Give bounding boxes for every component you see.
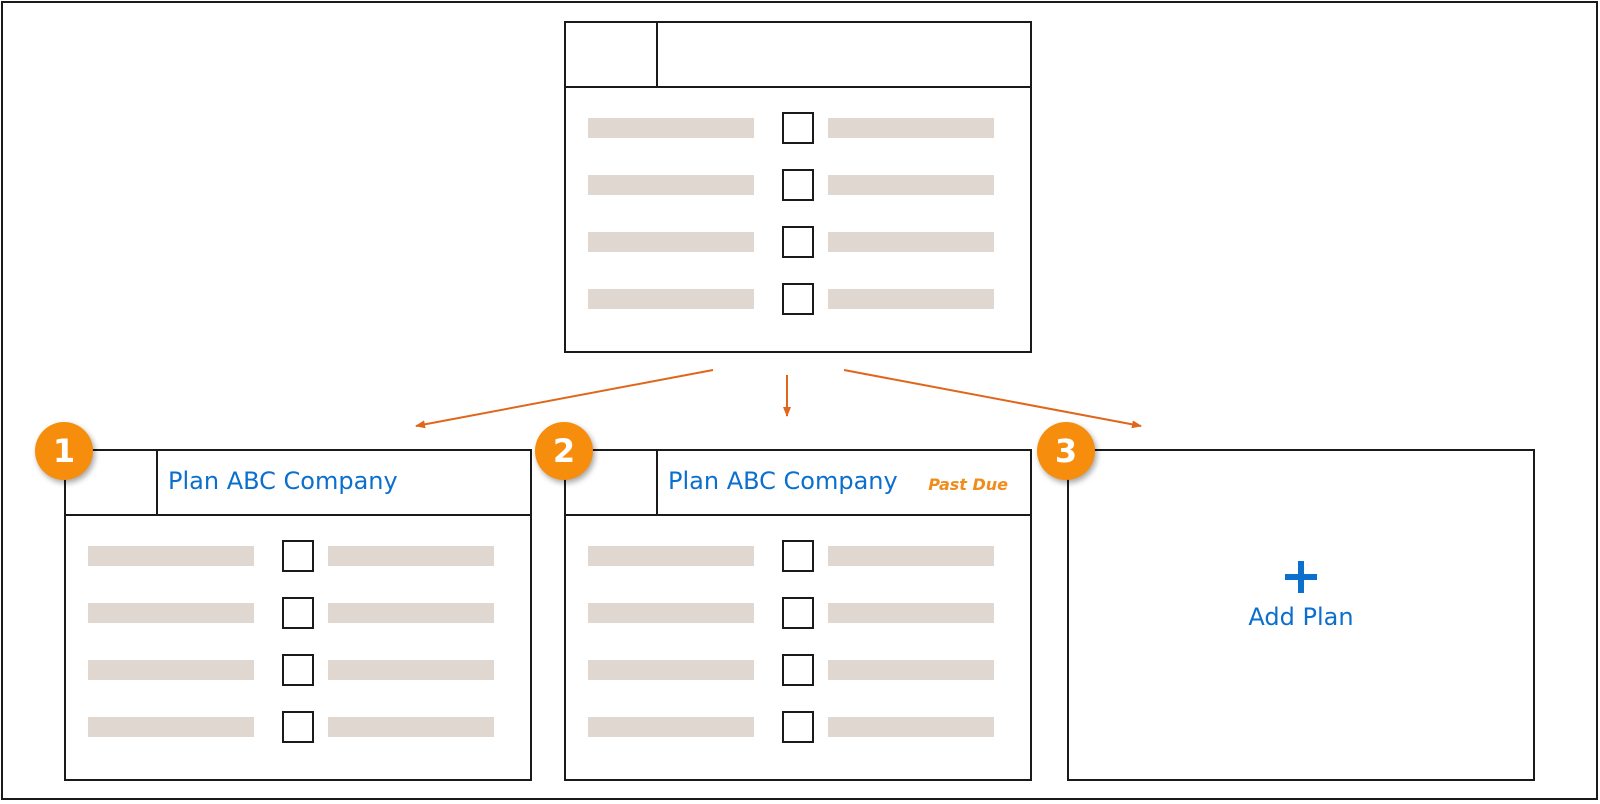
step-badge-2: 2 <box>535 422 593 480</box>
plan-card-1[interactable]: Plan ABC Company <box>64 449 532 781</box>
header-divider <box>656 23 658 86</box>
list-item <box>66 597 530 629</box>
header-divider <box>656 451 658 514</box>
checkbox[interactable] <box>282 654 314 686</box>
checkbox[interactable] <box>782 540 814 572</box>
placeholder-bar <box>328 717 494 737</box>
placeholder-bar <box>88 717 254 737</box>
add-plan-button[interactable]: Add Plan <box>1069 561 1533 631</box>
checkbox[interactable] <box>782 711 814 743</box>
checkbox[interactable] <box>782 169 814 201</box>
placeholder-bar <box>828 546 994 566</box>
list-item <box>566 283 1030 315</box>
placeholder-bar <box>328 660 494 680</box>
placeholder-bar <box>88 660 254 680</box>
list-item <box>566 226 1030 258</box>
placeholder-bar <box>588 603 754 623</box>
checkbox[interactable] <box>782 283 814 315</box>
placeholder-bar <box>588 118 754 138</box>
checkbox[interactable] <box>782 654 814 686</box>
plan-card-2[interactable]: Plan ABC Company Past Due <box>564 449 1032 781</box>
placeholder-bar <box>588 232 754 252</box>
header-divider <box>156 451 158 514</box>
placeholder-bar <box>328 603 494 623</box>
list-item <box>566 654 1030 686</box>
list-item <box>66 654 530 686</box>
placeholder-bar <box>828 232 994 252</box>
checkbox[interactable] <box>282 597 314 629</box>
placeholder-bar <box>828 603 994 623</box>
placeholder-bar <box>828 175 994 195</box>
placeholder-bar <box>588 289 754 309</box>
template-card-header <box>566 23 1030 88</box>
step-badge-1: 1 <box>35 422 93 480</box>
placeholder-bar <box>828 717 994 737</box>
plan-title[interactable]: Plan ABC Company <box>168 467 398 495</box>
checkbox[interactable] <box>282 711 314 743</box>
placeholder-bar <box>828 289 994 309</box>
placeholder-bar <box>828 660 994 680</box>
list-item <box>66 711 530 743</box>
checkbox[interactable] <box>282 540 314 572</box>
checkbox[interactable] <box>782 112 814 144</box>
placeholder-bar <box>828 118 994 138</box>
placeholder-bar <box>88 546 254 566</box>
add-plan-card[interactable]: Add Plan <box>1067 449 1535 781</box>
checkbox[interactable] <box>782 597 814 629</box>
list-item <box>566 112 1030 144</box>
plan-card-header: Plan ABC Company Past Due <box>566 451 1030 516</box>
placeholder-bar <box>328 546 494 566</box>
placeholder-bar <box>588 717 754 737</box>
list-item <box>566 169 1030 201</box>
plus-icon <box>1285 561 1317 593</box>
plan-title[interactable]: Plan ABC Company <box>668 467 898 495</box>
placeholder-bar <box>588 546 754 566</box>
placeholder-bar <box>88 603 254 623</box>
step-badge-3: 3 <box>1037 422 1095 480</box>
list-item <box>566 597 1030 629</box>
arrow-to-card-3 <box>843 369 1142 429</box>
checkbox[interactable] <box>782 226 814 258</box>
list-item <box>566 540 1030 572</box>
status-badge: Past Due <box>928 475 1008 494</box>
placeholder-bar <box>588 175 754 195</box>
template-plan-card <box>564 21 1032 353</box>
add-plan-label: Add Plan <box>1248 603 1354 631</box>
plan-card-header: Plan ABC Company <box>66 451 530 516</box>
arrow-to-card-1 <box>415 369 714 429</box>
placeholder-bar <box>588 660 754 680</box>
list-item <box>66 540 530 572</box>
list-item <box>566 711 1030 743</box>
